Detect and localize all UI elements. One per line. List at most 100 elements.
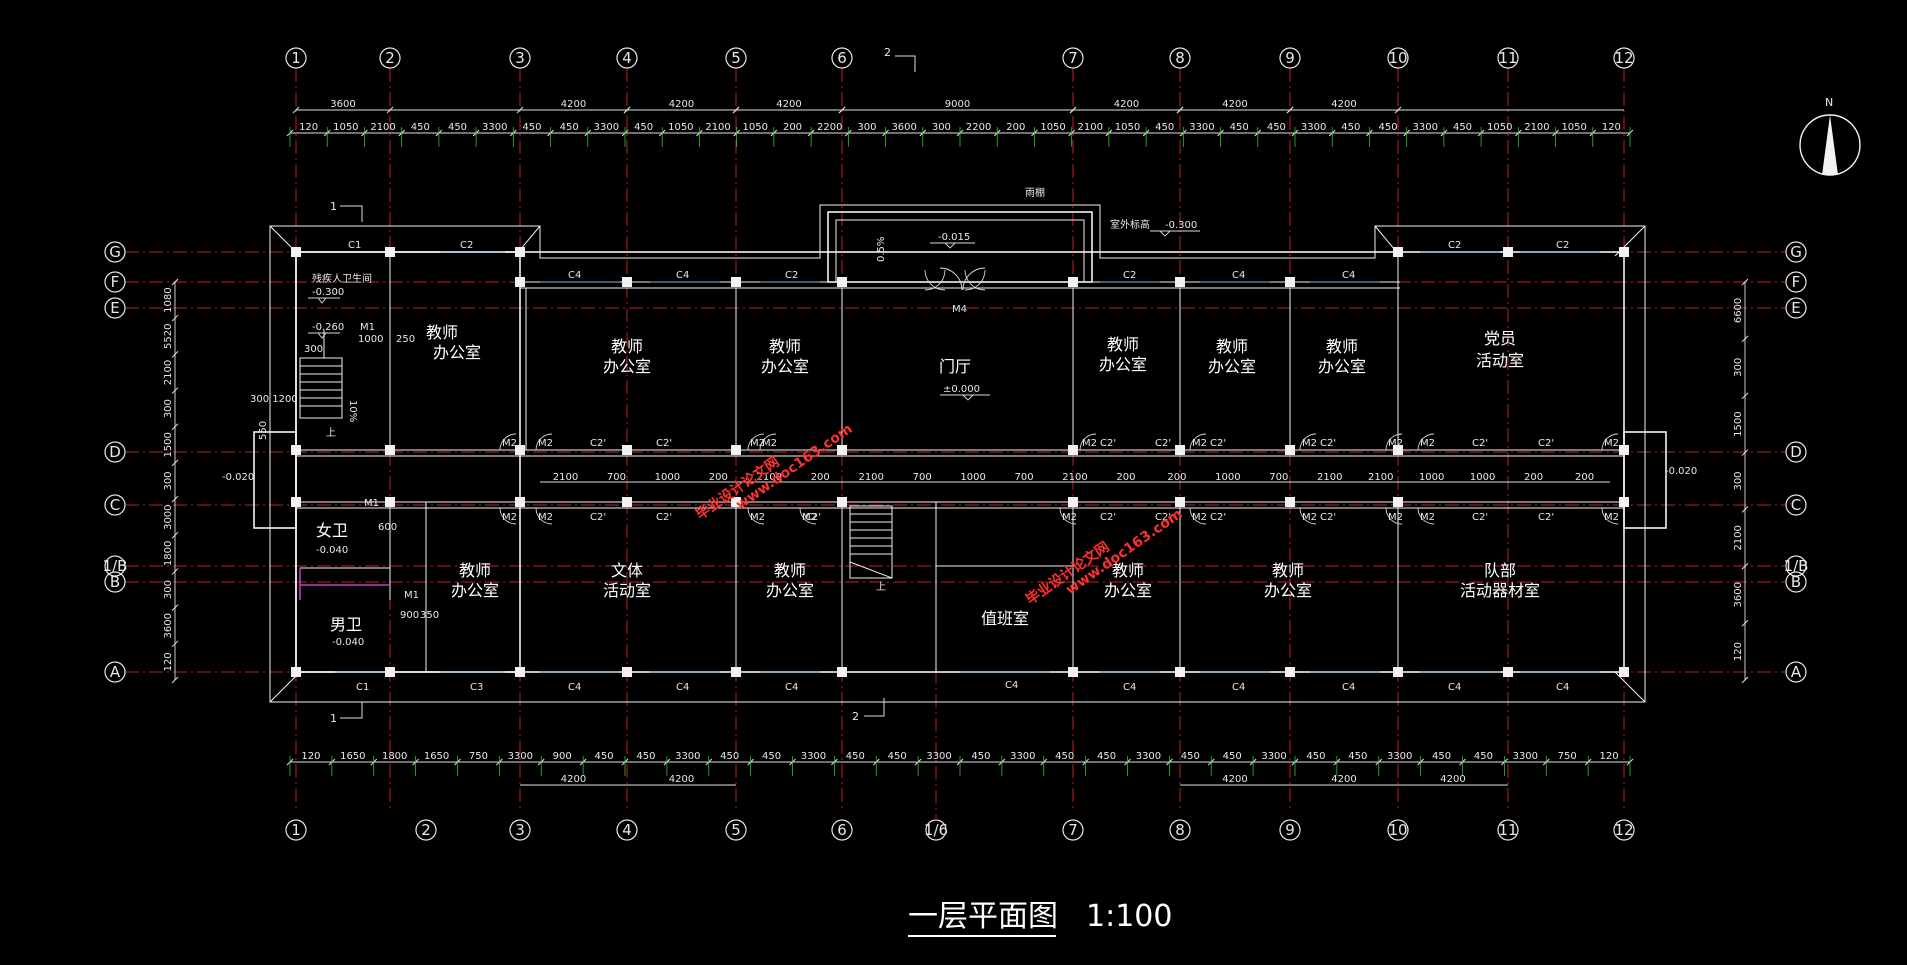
door-m2-south [1299, 507, 1317, 525]
axis-label-right-1/B: 1/B [1784, 557, 1809, 575]
level-right-entrance: -0.020 [1665, 466, 1697, 477]
dim-top-detail-value: 3300 [1189, 122, 1214, 133]
dim-top-total-value: 4200 [1114, 99, 1139, 110]
level-lobby: ±0.000 [943, 384, 980, 395]
room-teacher-4a: 教师 [1107, 335, 1139, 354]
door-m2-north [499, 433, 517, 451]
dim-top-detail-value: 3300 [594, 122, 619, 133]
column [1175, 445, 1185, 455]
axis-bubble-bottom-5 [725, 819, 747, 841]
axis-bubble-bottom-10 [1387, 819, 1409, 841]
mark-m1-men: M1 [404, 590, 419, 601]
dim-corridor-value: 1000 [960, 472, 985, 483]
section-marks: 1 1 2 2 [330, 46, 916, 725]
axis-bubble-bottom-9 [1279, 819, 1301, 841]
level-marks: -0.300 -0.260 -0.015 室外标高 -0.300 ±0.000 … [222, 218, 1697, 648]
dim-bottom-detail-value: 1800 [382, 751, 407, 762]
room-party-b: 活动室 [1476, 351, 1524, 370]
mark-c4-top-2: C4 [676, 270, 689, 281]
dim-top-detail-value: 2100 [705, 122, 730, 133]
dim-bottom-detail-value: 750 [469, 751, 488, 762]
axis-label-left-D: D [109, 443, 121, 461]
dim-top-detail-value: 3300 [1413, 122, 1438, 133]
column [515, 277, 525, 287]
door-m2-north [747, 433, 765, 451]
door-m2-south [535, 507, 553, 525]
dim-corridor-value: 700 [913, 472, 932, 483]
dim-left-tick [171, 495, 179, 503]
dim-top-total-tick [623, 106, 631, 114]
room-women-wc: 女卫 [316, 521, 348, 540]
outdoor-level-label: 室外标高 [1110, 218, 1150, 231]
north-arrow-needle [1822, 115, 1838, 175]
lobby-door [924, 267, 986, 291]
dim-bottom-detail-value: 450 [595, 751, 614, 762]
dim-left-tick [171, 568, 179, 575]
dim-bottom-total-value: 4200 [1222, 774, 1247, 785]
door-m2-south [1189, 507, 1207, 525]
mark-d300: 300 [304, 344, 323, 355]
room-teacher-6b: 办公室 [1318, 357, 1366, 376]
dim-corridor-value: 2100 [553, 472, 578, 483]
dim-right-value: 2100 [1733, 525, 1744, 550]
left-entrance [253, 431, 297, 529]
dim-bottom-detail-value: 3300 [1513, 751, 1538, 762]
column [837, 667, 847, 677]
mark-canopy: 雨棚 [1025, 186, 1045, 199]
axis-bubble-right-C [1785, 494, 1807, 516]
window-c2p-south: C2' [805, 512, 821, 523]
room-teacher-10b: 办公室 [1264, 581, 1312, 600]
axis-bubble-top-3 [509, 47, 531, 69]
dim-left-tick [171, 387, 179, 394]
door-m2-north [1385, 433, 1403, 451]
axis-bubble-left-C [104, 494, 126, 516]
mark-d350: 350 [420, 610, 439, 621]
column [1285, 445, 1295, 455]
room-teacher-9a: 教师 [1112, 561, 1144, 580]
axis-label-top-3: 3 [515, 49, 525, 67]
mark-m4: M4 [952, 304, 967, 315]
window-c2p-north: C2' [656, 438, 672, 449]
dim-top-total-value: 3600 [330, 99, 355, 110]
axis-label-bottom-1-6: 1/6 [924, 821, 948, 839]
title-text: 一层平面图 [908, 899, 1058, 934]
dim-top-total-value: 4200 [669, 99, 694, 110]
dim-bottom-detail-value: 120 [301, 751, 320, 762]
dim-left-tick [171, 351, 179, 358]
dim-bottom-total-value: 4200 [561, 774, 586, 785]
column [1175, 667, 1185, 677]
axis-label-top-2: 2 [385, 49, 395, 67]
outer-wall [295, 251, 1625, 673]
axis-bubble-right-D [1785, 441, 1807, 463]
dim-bottom-detail-value: 450 [1097, 751, 1116, 762]
dim-bottom-detail-value: 3300 [926, 751, 951, 762]
dim-top-total-tick [732, 106, 740, 114]
mark-c4-bottom-6: C4 [1232, 682, 1245, 693]
axis-bubble-right-F [1785, 271, 1807, 293]
title-scale: 1:100 [1086, 899, 1172, 934]
mark-c4-bottom-2: C4 [676, 682, 689, 693]
mark-c1-bottom: C1 [356, 682, 369, 693]
door-m2-north [535, 433, 553, 451]
column [837, 277, 847, 287]
axis-label-right-E: E [1791, 299, 1800, 317]
axis-label-left-F: F [111, 273, 120, 291]
mark-c4-bottom-4: C4 [1005, 680, 1018, 691]
axis-label-bottom-3: 3 [515, 821, 525, 839]
column [1503, 247, 1513, 257]
column [731, 667, 741, 677]
dim-top-detail-value: 450 [1341, 122, 1360, 133]
axis-bubble-bottom-8 [1169, 819, 1191, 841]
dim-top-detail-value: 450 [560, 122, 579, 133]
room-teacher-6a: 教师 [1326, 337, 1358, 356]
axis-label-bottom-10: 10 [1388, 821, 1407, 839]
dim-right-tick [1741, 449, 1749, 456]
column [515, 667, 525, 677]
axis-label-top-5: 5 [731, 49, 741, 67]
door-m2-label: M2 [802, 512, 817, 523]
dim-left-value: 1080 [163, 287, 174, 312]
mark-c4-bottom-5: C4 [1123, 682, 1136, 693]
column [291, 497, 301, 507]
mark-c2-top-4: C2 [1448, 240, 1461, 251]
